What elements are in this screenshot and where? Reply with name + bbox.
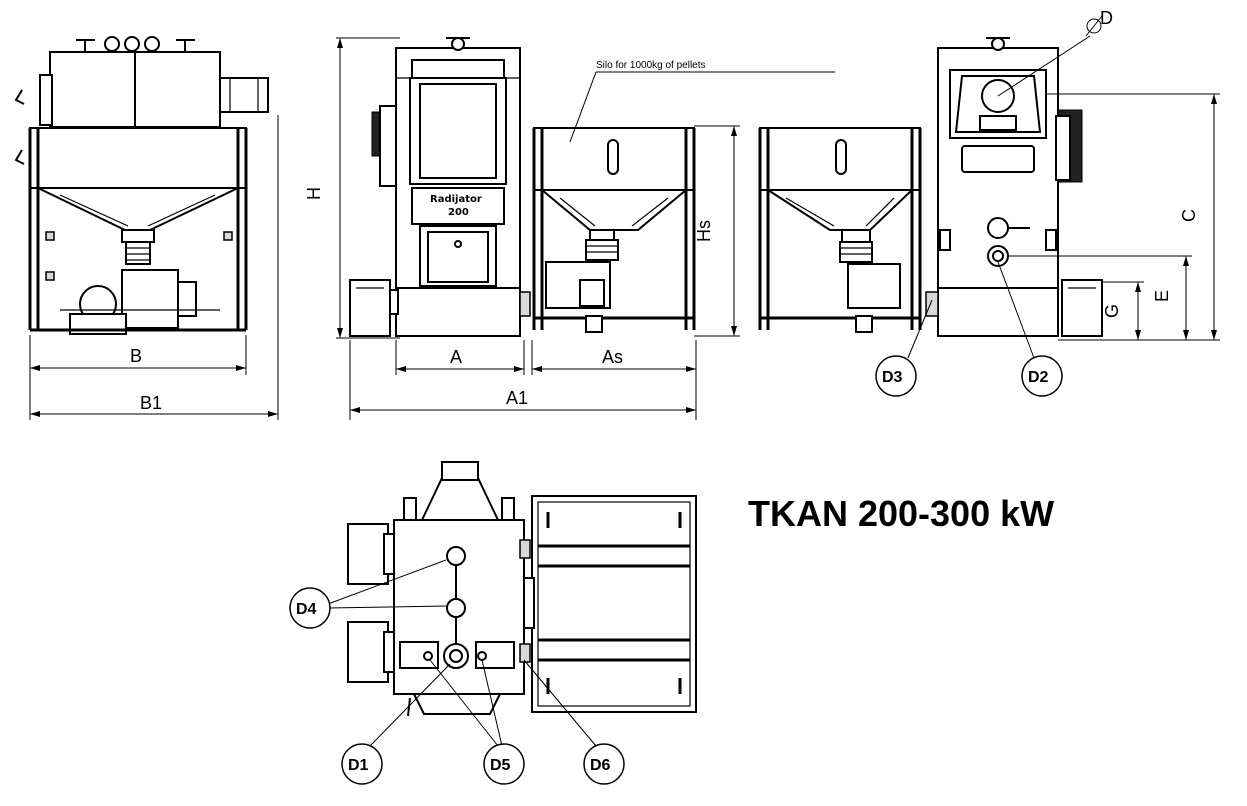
rear-view-silo [758, 127, 922, 333]
callout-D6: D6 [590, 757, 611, 774]
dim-label-B: B [130, 346, 142, 366]
nameplate-line1: Radijator [430, 194, 482, 205]
front-view-dimensions: H Hs A As A1 [304, 37, 740, 420]
callout-D2: D2 [1028, 369, 1049, 386]
callout-D5: D5 [490, 757, 511, 774]
dim-label-A1: A1 [506, 388, 528, 408]
silo-front-view [532, 127, 696, 333]
dim-label-A: A [450, 347, 462, 367]
rear-view-dimensions: D C E G [997, 8, 1220, 341]
dim-label-H: H [304, 187, 324, 200]
side-view [14, 36, 269, 335]
callout-D1: D1 [348, 757, 369, 774]
top-view-silo [523, 495, 697, 713]
front-view: Radijator 200 [349, 37, 531, 337]
dim-label-As: As [602, 347, 623, 367]
rear-view-callouts: D3 D2 [875, 261, 1063, 397]
silo-note: Silo for 1000kg of pellets [569, 60, 835, 143]
side-view-dimensions: B B1 [29, 115, 279, 420]
callout-D4: D4 [296, 601, 317, 618]
callout-D3: D3 [882, 369, 903, 386]
model-title: TKAN 200-300 kW [748, 493, 1054, 534]
dim-label-E: E [1152, 290, 1172, 302]
dim-label-C: C [1179, 209, 1199, 222]
nameplate-line2: 200 [448, 207, 469, 218]
rear-view-boiler [925, 37, 1103, 337]
dim-label-B1: B1 [140, 393, 162, 413]
top-view-callouts: D4 D1 D5 D6 [289, 559, 625, 785]
silo-note-text: Silo for 1000kg of pellets [596, 60, 706, 71]
top-view-boiler [347, 461, 531, 717]
dim-label-G: G [1102, 304, 1122, 318]
dim-label-Hs: Hs [694, 220, 714, 242]
dim-label-D: D [1100, 8, 1113, 28]
